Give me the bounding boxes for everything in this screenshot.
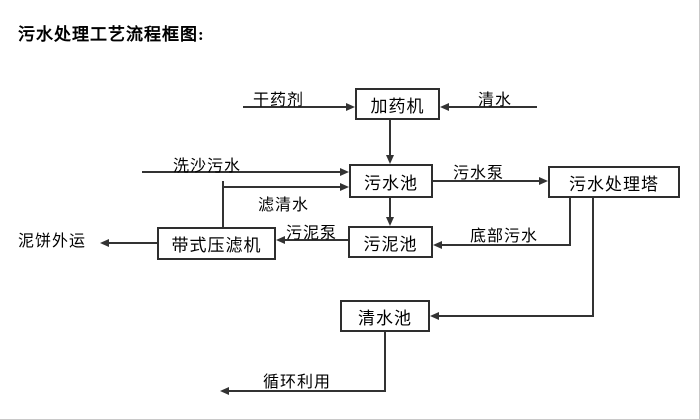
connector-bottom-sewage (441, 244, 571, 246)
flow-label-sludge-pump: 污泥泵 (286, 225, 338, 242)
arrowhead-clean-water-icon (440, 103, 449, 111)
node-sludge-pool: 污泥池 (348, 226, 433, 258)
arrowhead-dosing-to-sewage-icon (386, 155, 394, 164)
connector-sewage-to-sludge (389, 198, 391, 218)
connector-dosing-to-sewage (389, 120, 391, 156)
connector-mud-cake-out (108, 242, 157, 244)
flow-label-bottom-sewage: 底部污水 (470, 228, 539, 245)
arrowhead-sludge-pump-icon (276, 236, 285, 244)
flow-label-recycle: 循环利用 (263, 374, 332, 391)
flow-label-sewage-pump: 污水泵 (453, 165, 505, 182)
arrowhead-bottom-sewage-icon (433, 241, 442, 249)
node-treatment-tower: 污水处理塔 (548, 166, 680, 198)
arrowhead-dry-agent-icon (346, 103, 355, 111)
arrowhead-tower-to-clean-icon (430, 312, 439, 320)
flow-label-dry-agent: 干药剂 (253, 92, 305, 109)
arrowhead-recycle-icon (220, 387, 229, 395)
node-dosing-machine: 加药机 (355, 88, 440, 120)
flow-label-mud-cake-out: 泥饼外运 (18, 233, 87, 250)
arrowhead-filtered-water-icon (340, 183, 349, 191)
node-belt-filter-press: 带式压滤机 (157, 227, 276, 260)
flow-label-sand-washing-sewage: 洗沙污水 (173, 158, 242, 175)
page-title: 污水处理工艺流程框图: (18, 25, 205, 44)
arrowhead-sand-washing-sewage-icon (340, 168, 349, 176)
connector-filtered-water (222, 186, 341, 188)
connector-filtered-water-riser (222, 181, 224, 227)
connector-recycle (228, 390, 386, 392)
node-clean-water-pool: 清水池 (340, 300, 430, 332)
connector-sewage-pump (433, 180, 540, 182)
connector-sludge-pump (284, 239, 348, 241)
connector-sand-washing-sewage (142, 171, 341, 173)
connector-clean-water (449, 106, 537, 108)
arrowhead-mud-cake-out-icon (100, 239, 109, 247)
connector-dry-agent (243, 106, 347, 108)
connector-tower-to-clean-riser (592, 198, 594, 317)
arrowhead-sewage-to-sludge-icon (386, 217, 394, 226)
connector-bottom-sewage-riser (569, 198, 571, 246)
connector-recycle-riser (384, 332, 386, 392)
flow-label-clean-water: 清水 (478, 92, 513, 109)
flow-label-filtered-water: 滤清水 (258, 197, 310, 214)
arrowhead-sewage-pump-icon (539, 177, 548, 185)
node-sewage-pool: 污水池 (349, 164, 433, 198)
connector-tower-to-clean (438, 315, 594, 317)
